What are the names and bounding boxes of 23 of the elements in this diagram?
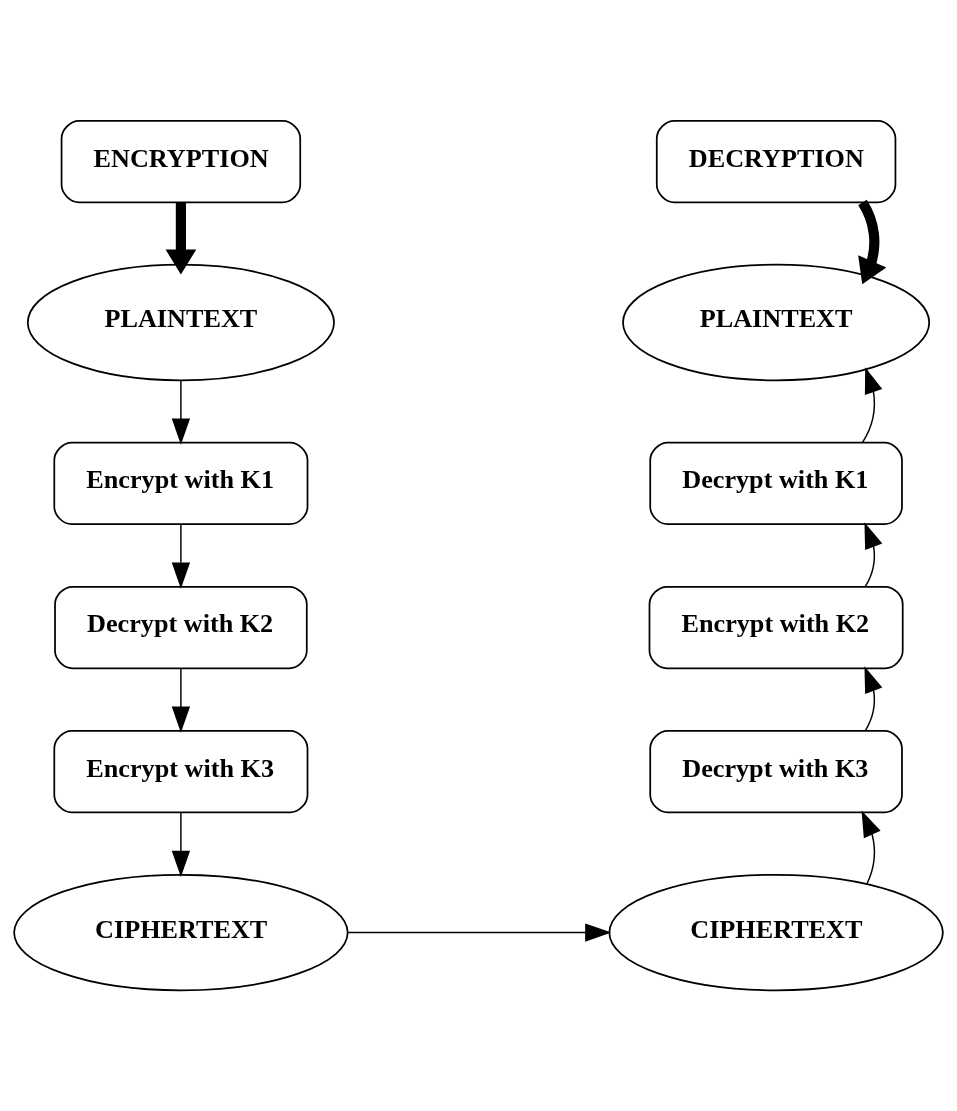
node-ellipse: PLAINTEXT [26,263,335,382]
node-box: Decrypt with K3 [649,729,903,814]
node-ellipse: CIPHERTEXT [13,873,349,992]
arrow [858,199,887,285]
node-box: DECRYPTION [655,119,897,204]
arrow [171,379,191,445]
arrow [861,810,881,885]
arrow [171,667,191,733]
arrow [171,811,191,878]
node-ellipse: PLAINTEXT [622,263,931,382]
arrow [171,523,191,589]
node-ellipse: CIPHERTEXT [608,873,944,992]
node-box: Decrypt with K2 [54,585,308,670]
arrow [165,202,197,275]
node-box: Decrypt with K1 [649,441,903,526]
arrow [864,522,883,588]
arrow [347,923,612,942]
arrow [864,666,883,732]
node-box: Encrypt with K2 [648,585,904,670]
node-box: ENCRYPTION [60,119,302,204]
node-box: Encrypt with K3 [53,729,309,814]
node-box: Encrypt with K1 [53,441,309,526]
arrow [861,367,883,444]
